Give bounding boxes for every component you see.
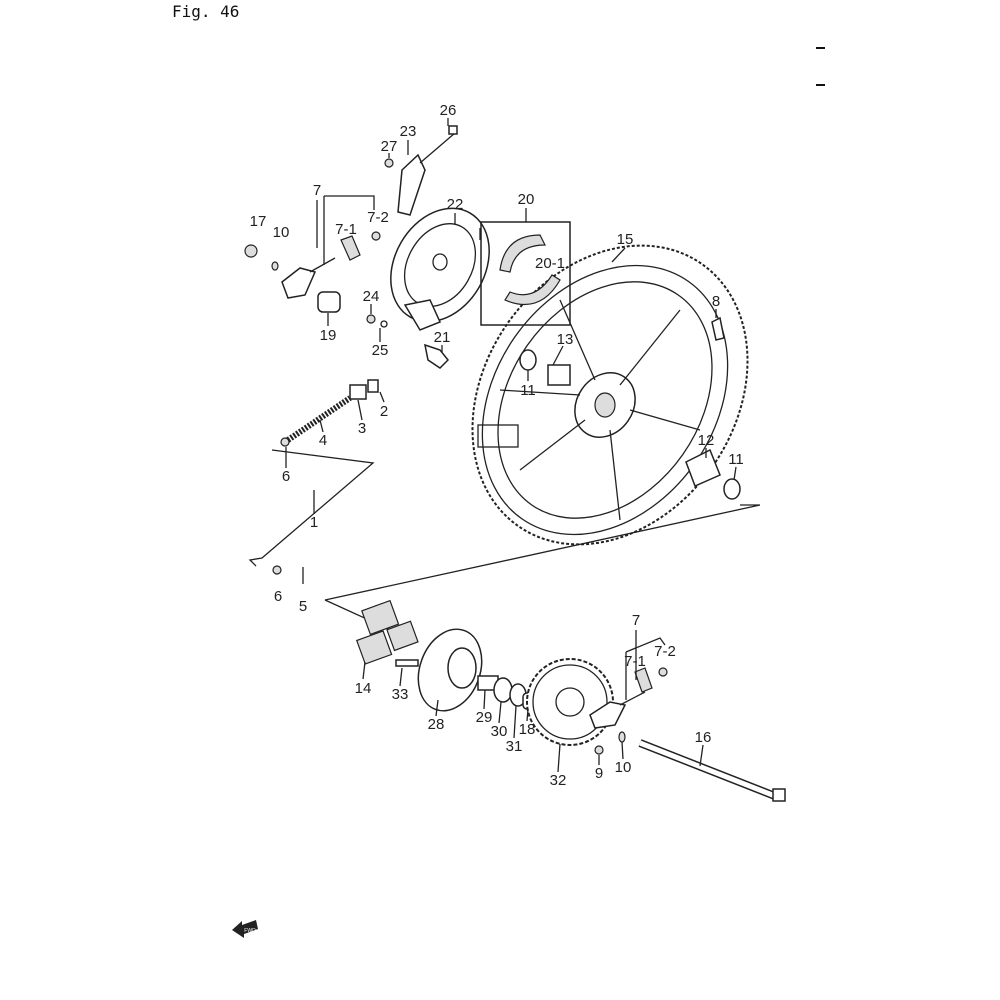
callout-1: 1 [310, 514, 318, 531]
callout-2: 2 [380, 403, 388, 420]
callout-25: 25 [372, 342, 389, 359]
damper-rubbers [355, 599, 419, 665]
callout-7-1: 7-1 [624, 653, 646, 670]
callout-20-1: 20-1 [535, 255, 565, 272]
callout-6: 6 [282, 468, 290, 485]
callout-7-2: 7-2 [367, 209, 389, 226]
callout-27: 27 [381, 138, 398, 155]
callout-19: 19 [320, 327, 337, 344]
callout-9: 9 [595, 765, 603, 782]
callout-33: 33 [392, 686, 409, 703]
callout-30: 30 [491, 723, 508, 740]
callout-10: 10 [615, 759, 632, 776]
callout-24: 24 [363, 288, 380, 305]
callout-7: 7 [632, 612, 640, 629]
figure-title: Fig. 46 [172, 2, 240, 21]
callout-32: 32 [550, 772, 567, 789]
callout-5: 5 [299, 598, 307, 615]
callout-23: 23 [400, 123, 417, 140]
callout-22: 22 [447, 196, 464, 213]
callout-31: 31 [506, 738, 523, 755]
sprocket [526, 658, 614, 746]
callout-6: 6 [274, 588, 282, 605]
brake-panel [390, 207, 490, 331]
callout-20: 20 [518, 191, 535, 208]
callout-7-1: 7-1 [335, 221, 357, 238]
callout-14: 14 [355, 680, 372, 697]
callout-7: 7 [313, 182, 321, 199]
callout-29: 29 [476, 709, 493, 726]
callout-16: 16 [695, 729, 712, 746]
marker-dash [816, 84, 825, 86]
callout-10: 10 [273, 224, 290, 241]
callout-4: 4 [319, 432, 327, 449]
callout-21: 21 [434, 329, 451, 346]
callout-8: 8 [712, 293, 720, 310]
fwd-text: FWD [244, 928, 256, 934]
marker-dash [816, 47, 825, 49]
callout-13: 13 [557, 331, 574, 348]
callout-28: 28 [428, 716, 445, 733]
callout-3: 3 [358, 420, 366, 437]
callout-7-2: 7-2 [654, 643, 676, 660]
callout-12: 12 [698, 432, 715, 449]
callout-17: 17 [250, 213, 267, 230]
callout-18: 18 [519, 721, 536, 738]
callout-11: 11 [520, 382, 536, 399]
callout-26: 26 [440, 102, 457, 119]
fwd-arrow-icon: FWD [232, 920, 258, 938]
callout-11: 11 [728, 451, 744, 468]
callout-15: 15 [617, 231, 634, 248]
